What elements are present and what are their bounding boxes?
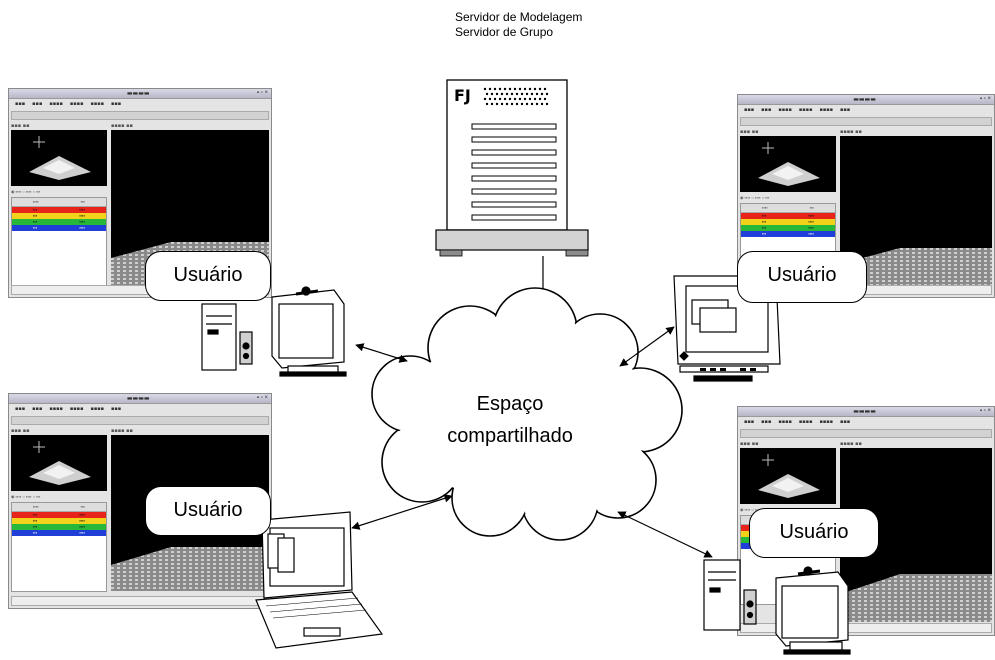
user-bubble-top-right: Usuário xyxy=(737,251,867,303)
preview-terrain-icon xyxy=(758,142,820,186)
window-titlebar: ▬▬▬▬▪ ▫ × xyxy=(9,89,271,99)
left-panel-header: ▪▪▪ ▪▪ xyxy=(740,441,759,447)
toolbar-row xyxy=(740,117,992,126)
menu-bar: ▪▪▪▪▪▪▪▪▪▪▪▪▪▪▪▪▪▪▪▪▪ xyxy=(15,406,122,412)
window-titlebar: ▬▬▬▬▪ ▫ × xyxy=(738,95,994,105)
menu-bar: ▪▪▪▪▪▪▪▪▪▪▪▪▪▪▪▪▪▪▪▪▪ xyxy=(744,107,851,113)
terrain-grid-icon xyxy=(840,248,992,292)
desktop-pc-icon xyxy=(201,286,347,377)
server-caption-grupo: Servidor de Grupo xyxy=(455,25,554,39)
server-logo: FJ xyxy=(454,86,471,105)
toolbar-row xyxy=(740,429,992,438)
menu-bar: ▪▪▪▪▪▪▪▪▪▪▪▪▪▪▪▪▪▪▪▪▪ xyxy=(744,419,851,425)
preview-terrain-icon xyxy=(758,454,820,498)
user-bubble-top-left: Usuário xyxy=(145,251,271,301)
app-window-top-right: ▬▬▬▬▪ ▫ × ▪▪▪▪▪▪▪▪▪▪▪▪▪▪▪▪▪▪▪▪▪ ▪▪▪ ▪▪ ▪… xyxy=(737,94,995,298)
user-bubble-bottom-right: Usuário xyxy=(749,508,879,558)
desktop-pc-icon xyxy=(703,559,851,655)
left-panel-header: ▪▪▪ ▪▪ xyxy=(11,428,30,434)
preview-viewport xyxy=(740,136,836,192)
cloud-label-line1: Espaço xyxy=(476,393,544,415)
link-bottom-left xyxy=(351,494,453,530)
main-panel-header: ▪▪▪▪ ▪▪ xyxy=(111,428,133,434)
toolbar-row xyxy=(11,111,269,120)
window-titlebar: ▬▬▬▬▪ ▫ × xyxy=(9,394,271,404)
preview-terrain-icon xyxy=(29,441,91,485)
main-panel-header: ▪▪▪▪ ▪▪ xyxy=(840,441,862,447)
main-panel-header: ▪▪▪▪ ▪▪ xyxy=(840,129,862,135)
left-panel-header: ▪▪▪ ▪▪ xyxy=(11,123,30,129)
preview-viewport xyxy=(11,435,107,491)
laptop-icon xyxy=(255,511,384,649)
radio-row: ◉ ▪▪▪▪ ○ ▪▪▪▪ ○ ▪▪▪ xyxy=(11,189,41,194)
server-caption: Servidor de Modelagem Servidor de Grupo xyxy=(455,10,582,40)
user-list: ▪▪▪▪▪▪▪ ▪▪▪▪▪▪▪ ▪▪▪▪▪▪▪ ▪▪▪▪▪▪▪ ▪▪▪▪▪▪▪ xyxy=(11,502,107,592)
user-bubble-bottom-left: Usuário xyxy=(145,486,271,536)
radio-row: ◉ ▪▪▪▪ ○ ▪▪▪▪ ○ ▪▪▪ xyxy=(740,195,770,200)
link-top-right xyxy=(619,326,675,367)
radio-row: ◉ ▪▪▪▪ ○ ▪▪▪▪ ○ ▪▪▪ xyxy=(11,494,41,499)
terrain-grid-icon xyxy=(840,574,992,622)
terrain-grid-icon xyxy=(111,547,269,591)
window-titlebar: ▬▬▬▬▪ ▫ × xyxy=(738,407,994,417)
link-bottom-right xyxy=(617,511,713,558)
preview-viewport xyxy=(11,130,107,186)
server-tower-icon: FJ xyxy=(435,79,589,257)
main-panel-header: ▪▪▪▪ ▪▪ xyxy=(111,123,133,129)
link-top-left xyxy=(355,343,408,363)
cloud-label-line2: compartilhado xyxy=(447,425,573,447)
preview-terrain-icon xyxy=(29,136,91,180)
server-caption-modelagem: Servidor de Modelagem xyxy=(455,10,583,24)
cloud-label: Espaço compartilhado xyxy=(400,388,620,452)
preview-viewport xyxy=(740,448,836,504)
left-panel-header: ▪▪▪ ▪▪ xyxy=(740,129,759,135)
toolbar-row xyxy=(11,416,269,425)
radio-row: ◉ ▪▪▪▪ ○ ▪▪▪▪ ○ ▪▪▪ xyxy=(740,507,770,512)
menu-bar: ▪▪▪▪▪▪▪▪▪▪▪▪▪▪▪▪▪▪▪▪▪ xyxy=(15,101,122,107)
